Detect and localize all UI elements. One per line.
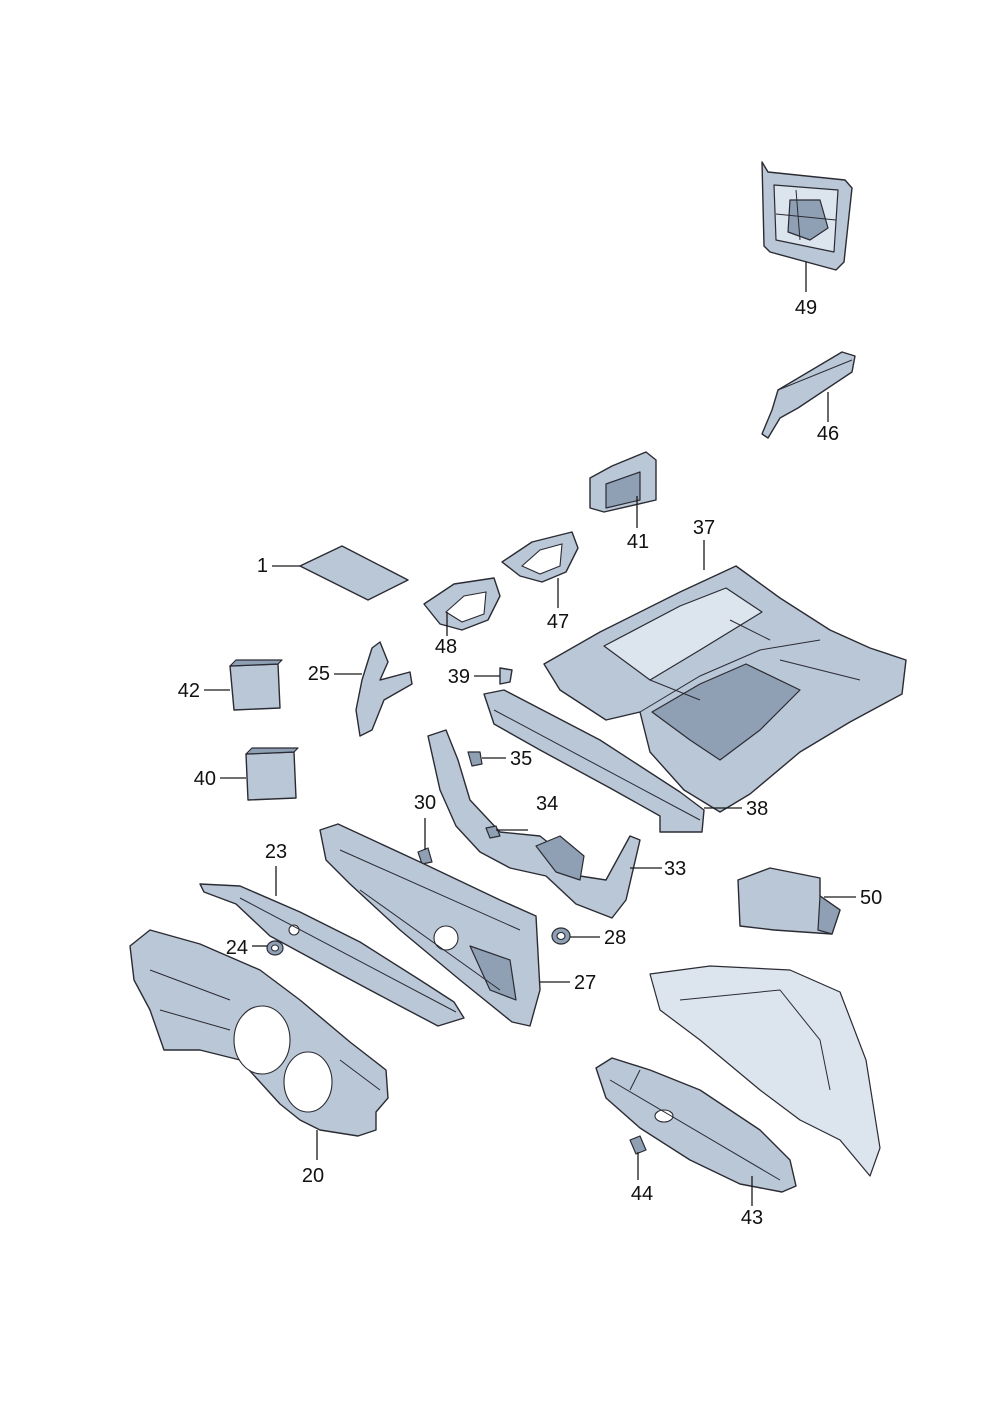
part-42 (204, 659, 283, 711)
callout-24: 24 (226, 937, 248, 959)
callout-42: 42 (178, 680, 200, 702)
callout-39: 39 (448, 666, 470, 688)
callout-40: 40 (194, 768, 216, 790)
part-46 (761, 351, 856, 439)
callout-48: 48 (435, 636, 457, 658)
callout-37: 37 (693, 517, 715, 539)
part-48 (423, 577, 501, 636)
callout-34: 34 (536, 793, 558, 815)
part-41 (589, 451, 657, 528)
callout-1: 1 (257, 555, 268, 577)
part-44 (629, 1135, 647, 1180)
callout-38: 38 (746, 798, 768, 820)
callout-20: 20 (302, 1165, 324, 1187)
part-34 (485, 825, 528, 839)
callout-27: 27 (574, 972, 596, 994)
callouts: 1 20 23 24 25 27 28 30 33 34 35 37 38 39… (178, 297, 883, 1229)
part-35 (467, 751, 506, 767)
callout-35: 35 (510, 748, 532, 770)
part-43 (595, 965, 881, 1206)
callout-50: 50 (860, 887, 882, 909)
part-38 (483, 689, 742, 833)
part-49 (761, 161, 853, 292)
callout-41: 41 (627, 531, 649, 553)
part-24 (252, 940, 284, 956)
part-1 (272, 545, 409, 601)
callout-44: 44 (631, 1183, 653, 1205)
callout-30: 30 (414, 792, 436, 814)
callout-33: 33 (664, 858, 686, 880)
callout-47: 47 (547, 611, 569, 633)
callout-25: 25 (308, 663, 330, 685)
part-47 (501, 531, 579, 608)
part-30 (417, 818, 433, 865)
part-33 (427, 729, 662, 919)
callout-43: 43 (741, 1207, 763, 1229)
part-50 (737, 867, 856, 935)
callout-23: 23 (265, 841, 287, 863)
part-20 (129, 929, 389, 1160)
part-28 (551, 927, 600, 945)
callout-28: 28 (604, 927, 626, 949)
part-40 (220, 747, 299, 801)
callout-49: 49 (795, 297, 817, 319)
part-27 (319, 823, 570, 1027)
callout-46: 46 (817, 423, 839, 445)
part-37 (543, 540, 907, 813)
part-25 (334, 641, 413, 737)
part-23 (199, 866, 465, 1027)
part-39 (474, 667, 513, 685)
